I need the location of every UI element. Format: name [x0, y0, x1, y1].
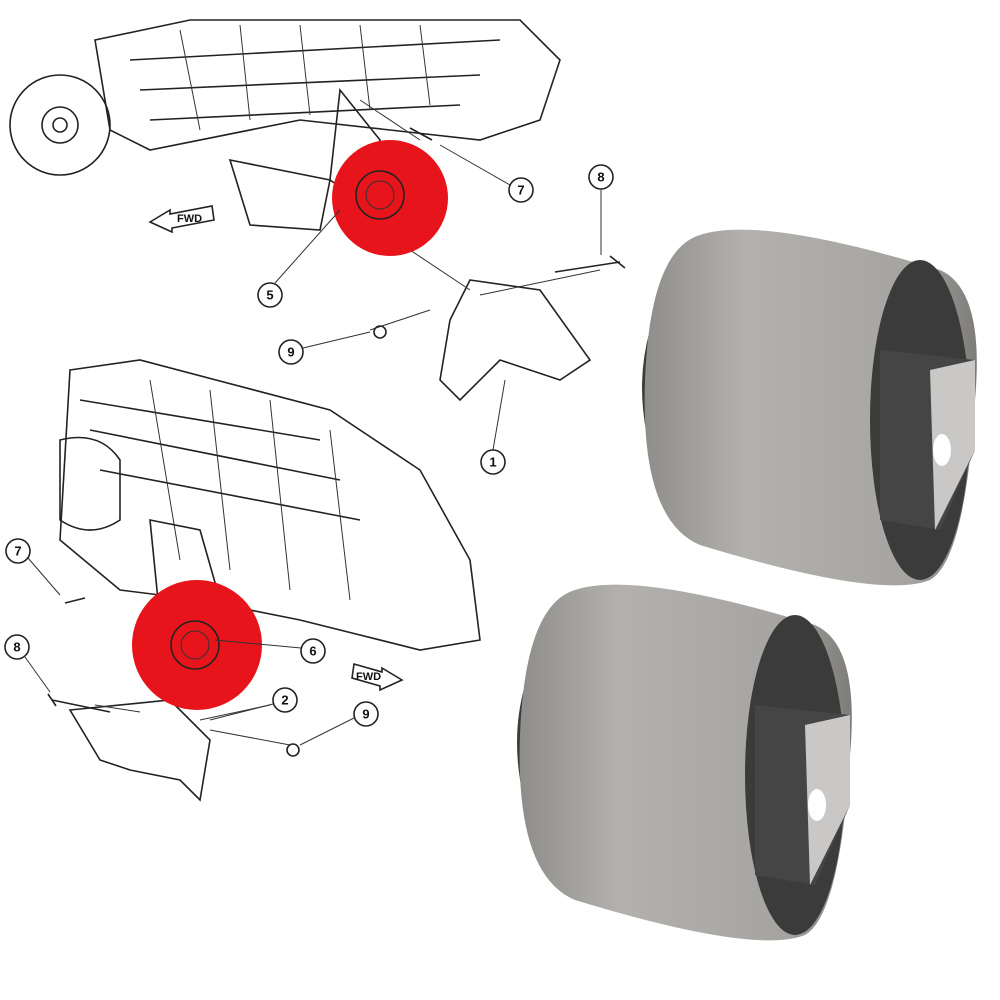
- bottom-mount-highlight: [132, 580, 262, 710]
- top-callout-9: 9: [278, 331, 371, 365]
- bushing-bottom: [517, 584, 852, 941]
- svg-text:6: 6: [309, 644, 316, 659]
- bottom-callout-8: 8: [4, 634, 51, 693]
- bottom-callout-9: 9: [299, 701, 379, 746]
- bottom-callout-6: 6: [214, 638, 326, 664]
- top-callout-1: 1: [480, 379, 506, 475]
- svg-text:7: 7: [14, 544, 21, 559]
- bottom-callout-7: 7: [5, 538, 61, 596]
- top-mount: [355, 170, 405, 220]
- svg-text:5: 5: [266, 288, 273, 303]
- svg-text:8: 8: [597, 170, 604, 185]
- svg-text:FWD: FWD: [356, 671, 381, 683]
- svg-text:8: 8: [13, 640, 20, 655]
- svg-text:7: 7: [517, 183, 524, 198]
- bottom-engine-diagram: [47, 359, 481, 802]
- bottom-mount: [170, 620, 220, 670]
- svg-text:1: 1: [489, 455, 496, 470]
- bottom-fwd-arrow: FWD: [351, 662, 404, 692]
- top-engine-diagram: [9, 19, 626, 402]
- top-callout-5: 5: [257, 209, 341, 308]
- top-mount-highlight: [332, 140, 448, 256]
- top-callout-8: 8: [588, 164, 614, 255]
- svg-text:9: 9: [287, 345, 294, 360]
- svg-text:FWD: FWD: [177, 213, 202, 225]
- top-fwd-arrow: FWD: [148, 205, 215, 234]
- svg-text:9: 9: [362, 707, 369, 722]
- top-callout-7: 7: [439, 144, 534, 203]
- svg-text:2: 2: [281, 693, 288, 708]
- bottom-callout-2: 2: [209, 687, 298, 721]
- bushing-top: [642, 229, 977, 586]
